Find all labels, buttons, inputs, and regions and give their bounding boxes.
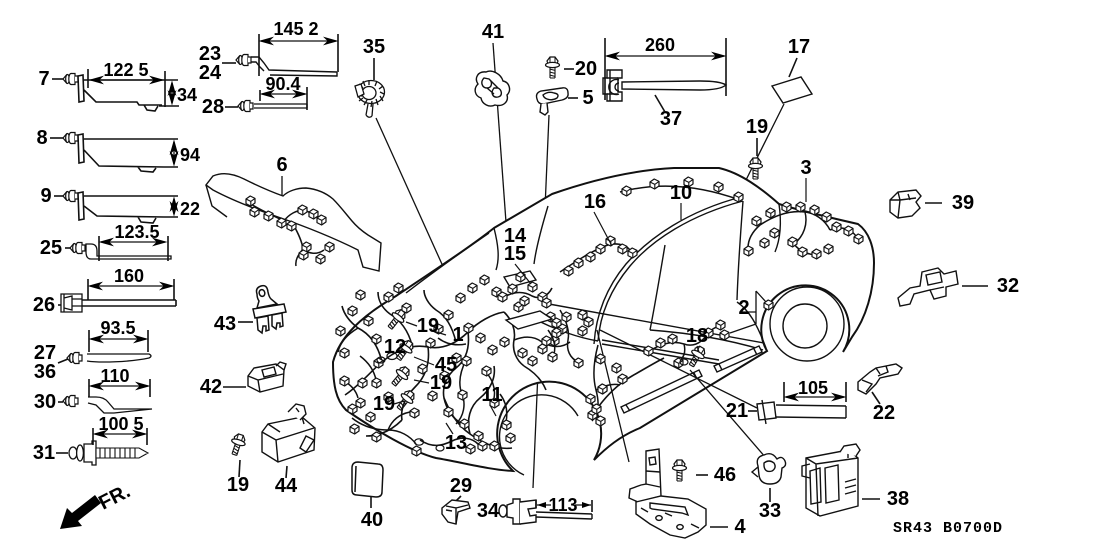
svg-text:123.5: 123.5: [114, 222, 159, 242]
svg-text:15: 15: [504, 243, 526, 265]
svg-text:25: 25: [40, 237, 62, 259]
svg-text:19: 19: [430, 372, 452, 394]
svg-text:35: 35: [363, 36, 385, 58]
svg-text:6: 6: [276, 154, 287, 176]
svg-text:94: 94: [180, 145, 200, 165]
svg-text:27: 27: [34, 342, 56, 364]
svg-text:SR43 B0700D: SR43 B0700D: [893, 520, 1003, 537]
svg-text:32: 32: [997, 275, 1019, 297]
svg-text:31: 31: [33, 442, 55, 464]
svg-text:20: 20: [575, 58, 597, 80]
svg-text:34: 34: [177, 85, 197, 105]
svg-text:18: 18: [686, 325, 708, 347]
svg-text:90.4: 90.4: [265, 74, 300, 94]
svg-text:26: 26: [33, 294, 55, 316]
svg-text:1: 1: [452, 324, 463, 346]
svg-text:7: 7: [38, 68, 49, 90]
svg-text:38: 38: [887, 488, 909, 510]
svg-text:24: 24: [199, 62, 222, 84]
svg-text:41: 41: [482, 21, 504, 43]
svg-text:260: 260: [645, 35, 675, 55]
svg-text:14: 14: [504, 225, 527, 247]
svg-text:19: 19: [746, 116, 768, 138]
svg-text:100 5: 100 5: [98, 414, 143, 434]
svg-text:21: 21: [726, 400, 748, 422]
svg-text:8: 8: [36, 127, 47, 149]
svg-text:11: 11: [481, 384, 502, 406]
svg-text:2: 2: [738, 297, 749, 319]
svg-text:105: 105: [798, 378, 828, 398]
svg-text:22: 22: [873, 402, 895, 424]
svg-text:34: 34: [477, 500, 500, 522]
svg-text:4: 4: [734, 516, 746, 538]
svg-text:122 5: 122 5: [103, 60, 148, 80]
svg-text:12: 12: [384, 336, 406, 358]
svg-text:9: 9: [40, 185, 51, 207]
svg-text:30: 30: [34, 391, 56, 413]
svg-text:37: 37: [660, 108, 682, 130]
svg-text:39: 39: [952, 192, 974, 214]
svg-text:36: 36: [34, 361, 56, 383]
svg-text:44: 44: [275, 475, 298, 497]
svg-text:17: 17: [788, 36, 810, 58]
svg-text:46: 46: [714, 464, 736, 486]
svg-text:160: 160: [114, 266, 144, 286]
svg-text:40: 40: [361, 509, 383, 531]
svg-text:28: 28: [202, 96, 224, 118]
svg-text:33: 33: [759, 500, 781, 522]
svg-text:29: 29: [450, 475, 472, 497]
svg-text:42: 42: [200, 376, 222, 398]
svg-text:19: 19: [227, 474, 249, 496]
svg-text:93.5: 93.5: [100, 318, 135, 338]
svg-text:45: 45: [435, 354, 457, 376]
svg-text:113: 113: [548, 495, 577, 515]
svg-text:16: 16: [584, 191, 606, 213]
svg-text:145 2: 145 2: [273, 19, 318, 39]
svg-text:3: 3: [800, 157, 811, 179]
svg-text:43: 43: [214, 313, 236, 335]
svg-text:110: 110: [100, 366, 129, 386]
svg-text:19: 19: [417, 315, 439, 337]
svg-text:FR.: FR.: [95, 480, 134, 514]
svg-text:23: 23: [199, 43, 221, 65]
svg-text:10: 10: [670, 182, 692, 204]
svg-text:19: 19: [373, 393, 395, 415]
svg-text:13: 13: [445, 432, 467, 454]
svg-text:5: 5: [582, 87, 593, 109]
svg-text:22: 22: [180, 199, 200, 219]
